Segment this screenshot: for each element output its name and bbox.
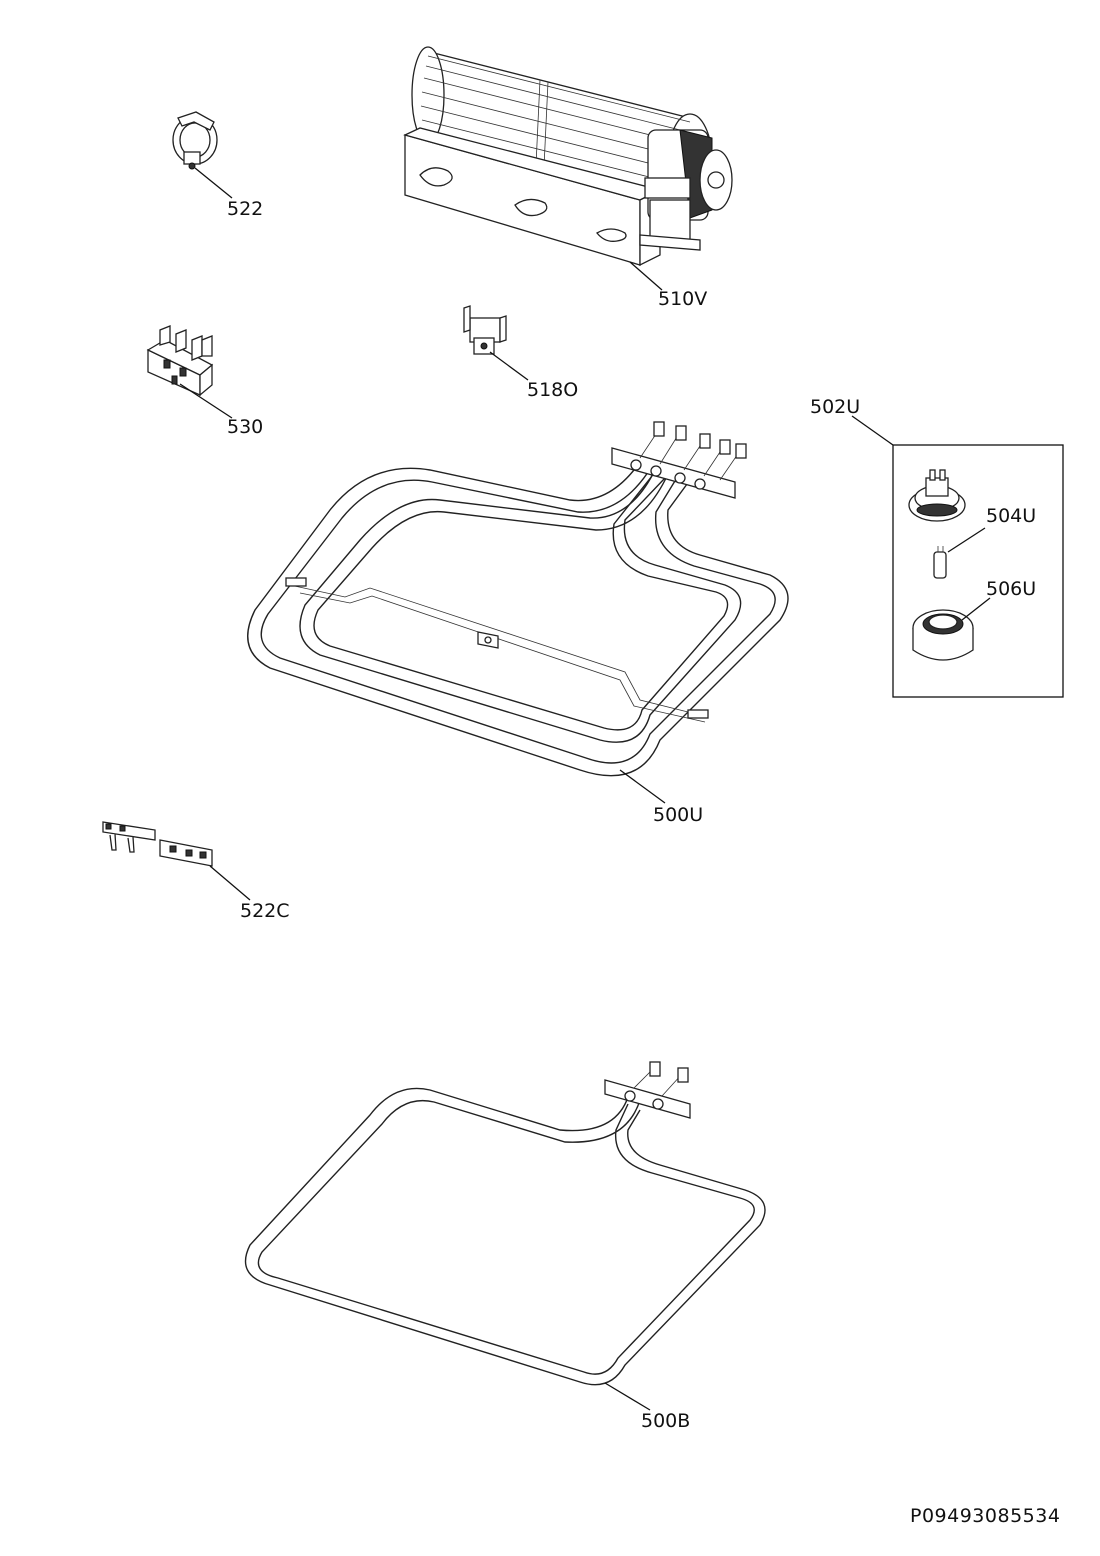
callout-522: 522 — [227, 198, 263, 220]
lamp-bulb-part — [933, 546, 947, 579]
callout-530: 530 — [227, 416, 263, 438]
callout-518o: 518O — [527, 379, 578, 401]
thermostat-part — [463, 305, 507, 355]
callout-500u: 500U — [653, 804, 703, 826]
lamp-clip-part — [172, 111, 218, 170]
callout-502u: 502U — [810, 396, 860, 418]
lamp-group-box — [892, 444, 1064, 698]
connector-part — [102, 821, 213, 867]
upper-heating-element — [247, 421, 789, 777]
lower-heating-element — [244, 1061, 766, 1386]
callout-504u: 504U — [986, 505, 1036, 527]
callout-510v: 510V — [658, 288, 707, 310]
callout-506u: 506U — [986, 578, 1036, 600]
callout-522c: 522C — [240, 900, 290, 922]
tangential-fan-assembly — [403, 46, 733, 267]
lamp-holder-part — [908, 469, 966, 522]
terminal-block-part — [146, 325, 214, 397]
callout-500b: 500B — [641, 1410, 690, 1432]
lamp-cover-part — [912, 609, 974, 661]
document-id: P09493085534 — [910, 1505, 1060, 1527]
